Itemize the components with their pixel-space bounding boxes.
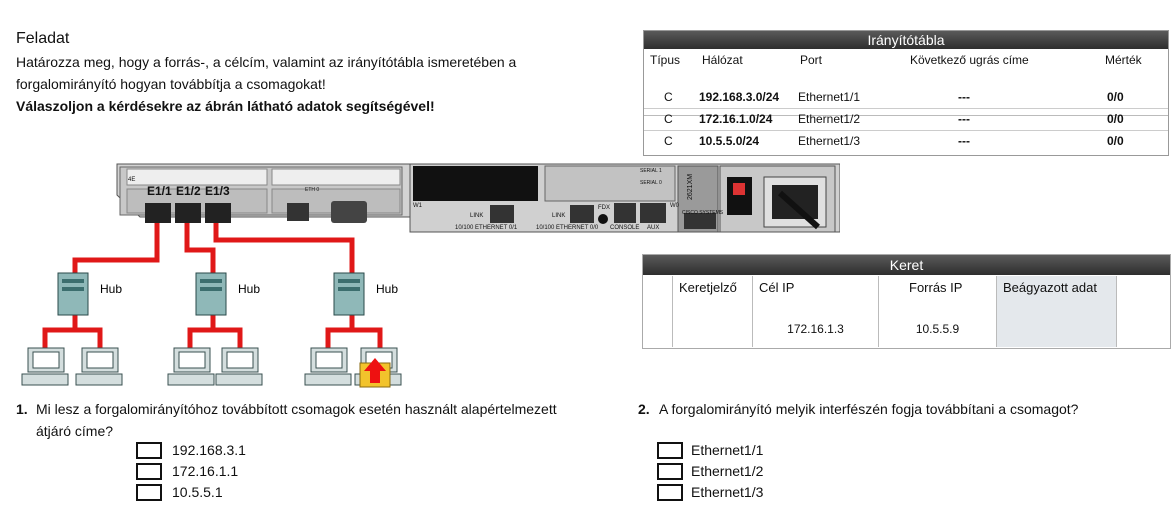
table-row: C 172.16.1.0/24 Ethernet1/2 --- 0/0 xyxy=(644,108,1168,131)
q1-option1-checkbox[interactable] xyxy=(136,442,162,459)
network-diagram: E1/1 E1/2 E1/3 10/100 ETHERNET 0/1 10/10… xyxy=(21,163,840,388)
pc-icon xyxy=(21,347,69,386)
frame-flag-cell: Keretjelző xyxy=(673,276,753,347)
dest-ip-cell: Cél IP 172.16.1.3 xyxy=(753,276,879,347)
hub-label: Hub xyxy=(238,282,260,296)
task-description-line2: forgalomirányító hogyan továbbítja a cso… xyxy=(16,76,326,92)
port-label-e1-3: E1/3 xyxy=(205,184,230,198)
src-ip-cell: Forrás IP 10.5.5.9 xyxy=(879,276,997,347)
label-link-1: LINK xyxy=(470,213,483,219)
table-row: C 10.5.5.0/24 Ethernet1/3 --- 0/0 xyxy=(664,134,1124,148)
task-description-line1: Határozza meg, hogy a forrás-, a célcím,… xyxy=(16,54,517,70)
label-console: CONSOLE xyxy=(610,225,639,231)
hub-label: Hub xyxy=(376,282,398,296)
question1-text: Mi lesz a forgalomirányítóhoz továbbítot… xyxy=(36,401,557,417)
label-serial0: SERIAL 0 xyxy=(640,180,662,186)
label-eth0: ETH 0 xyxy=(305,187,319,193)
pc-icon xyxy=(215,347,263,386)
question1-text-cont: átjáró címe? xyxy=(36,423,114,439)
pc-icon xyxy=(304,347,352,386)
hub-icon xyxy=(195,272,227,316)
port-label-e1-1: E1/1 xyxy=(147,184,172,198)
dest-ip-value: 172.16.1.3 xyxy=(787,322,844,336)
port-label-e1-2: E1/2 xyxy=(176,184,201,198)
question2-number: 2. xyxy=(638,401,650,417)
cables xyxy=(42,215,383,355)
q2-option3-checkbox[interactable] xyxy=(657,484,683,501)
task-instruction: Válaszoljon a kérdésekre az ábrán láthat… xyxy=(16,98,435,114)
q1-option1-label: 192.168.3.1 xyxy=(172,442,246,458)
label-w1: W1 xyxy=(413,203,423,209)
frame-table: Keret Keretjelző Cél IP 172.16.1.3 Forrá… xyxy=(642,254,1171,349)
q2-option2-label: Ethernet1/2 xyxy=(691,463,764,479)
q2-option1-label: Ethernet1/1 xyxy=(691,442,764,458)
pc-icon xyxy=(167,347,215,386)
packet-icon xyxy=(359,358,391,388)
hub-icon xyxy=(57,272,89,316)
q1-option2-checkbox[interactable] xyxy=(136,463,162,480)
frame-table-title: Keret xyxy=(643,255,1170,275)
routing-table-title: Irányítótábla xyxy=(644,31,1168,49)
q2-option1-checkbox[interactable] xyxy=(657,442,683,459)
col-type: Típus xyxy=(650,53,681,67)
src-ip-value: 10.5.5.9 xyxy=(915,322,960,336)
label-link-2: LINK xyxy=(552,213,565,219)
payload-cell: Beágyazott adat xyxy=(997,276,1117,347)
q2-option3-label: Ethernet1/3 xyxy=(691,484,764,500)
col-metric: Mérték xyxy=(1105,53,1142,67)
question2-text: A forgalomirányító melyik interfészén fo… xyxy=(659,401,1079,417)
label-w0: W0 xyxy=(670,203,680,209)
label-vendor: CISCO SYSTEMS xyxy=(682,210,724,216)
label-eth00: 10/100 ETHERNET 0/0 xyxy=(536,225,599,231)
pc-icon xyxy=(75,347,123,386)
q1-option3-label: 10.5.5.1 xyxy=(172,484,223,500)
hub-label: Hub xyxy=(100,282,122,296)
routing-table: Irányítótábla Típus Hálózat Port Követke… xyxy=(643,30,1169,156)
col-network: Hálózat xyxy=(702,53,743,67)
q1-option3-checkbox[interactable] xyxy=(136,484,162,501)
label-model: 2621XM xyxy=(687,174,694,200)
router xyxy=(116,163,840,233)
label-4e: 4E xyxy=(128,177,135,183)
label-aux: AUX xyxy=(647,225,659,231)
task-title: Feladat xyxy=(16,30,70,47)
q1-option2-label: 172.16.1.1 xyxy=(172,463,239,479)
question1-number: 1. xyxy=(16,401,28,417)
label-serial1: SERIAL 1 xyxy=(640,168,662,174)
table-row: C 192.168.3.0/24 Ethernet1/1 --- 0/0 xyxy=(644,86,1168,109)
label-eth01: 10/100 ETHERNET 0/1 xyxy=(455,225,518,231)
label-fdx: FDX xyxy=(598,205,610,211)
q2-option2-checkbox[interactable] xyxy=(657,463,683,480)
col-next-hop: Következő ugrás címe xyxy=(910,53,1029,67)
hub-icon xyxy=(333,272,365,316)
col-port: Port xyxy=(800,53,823,67)
